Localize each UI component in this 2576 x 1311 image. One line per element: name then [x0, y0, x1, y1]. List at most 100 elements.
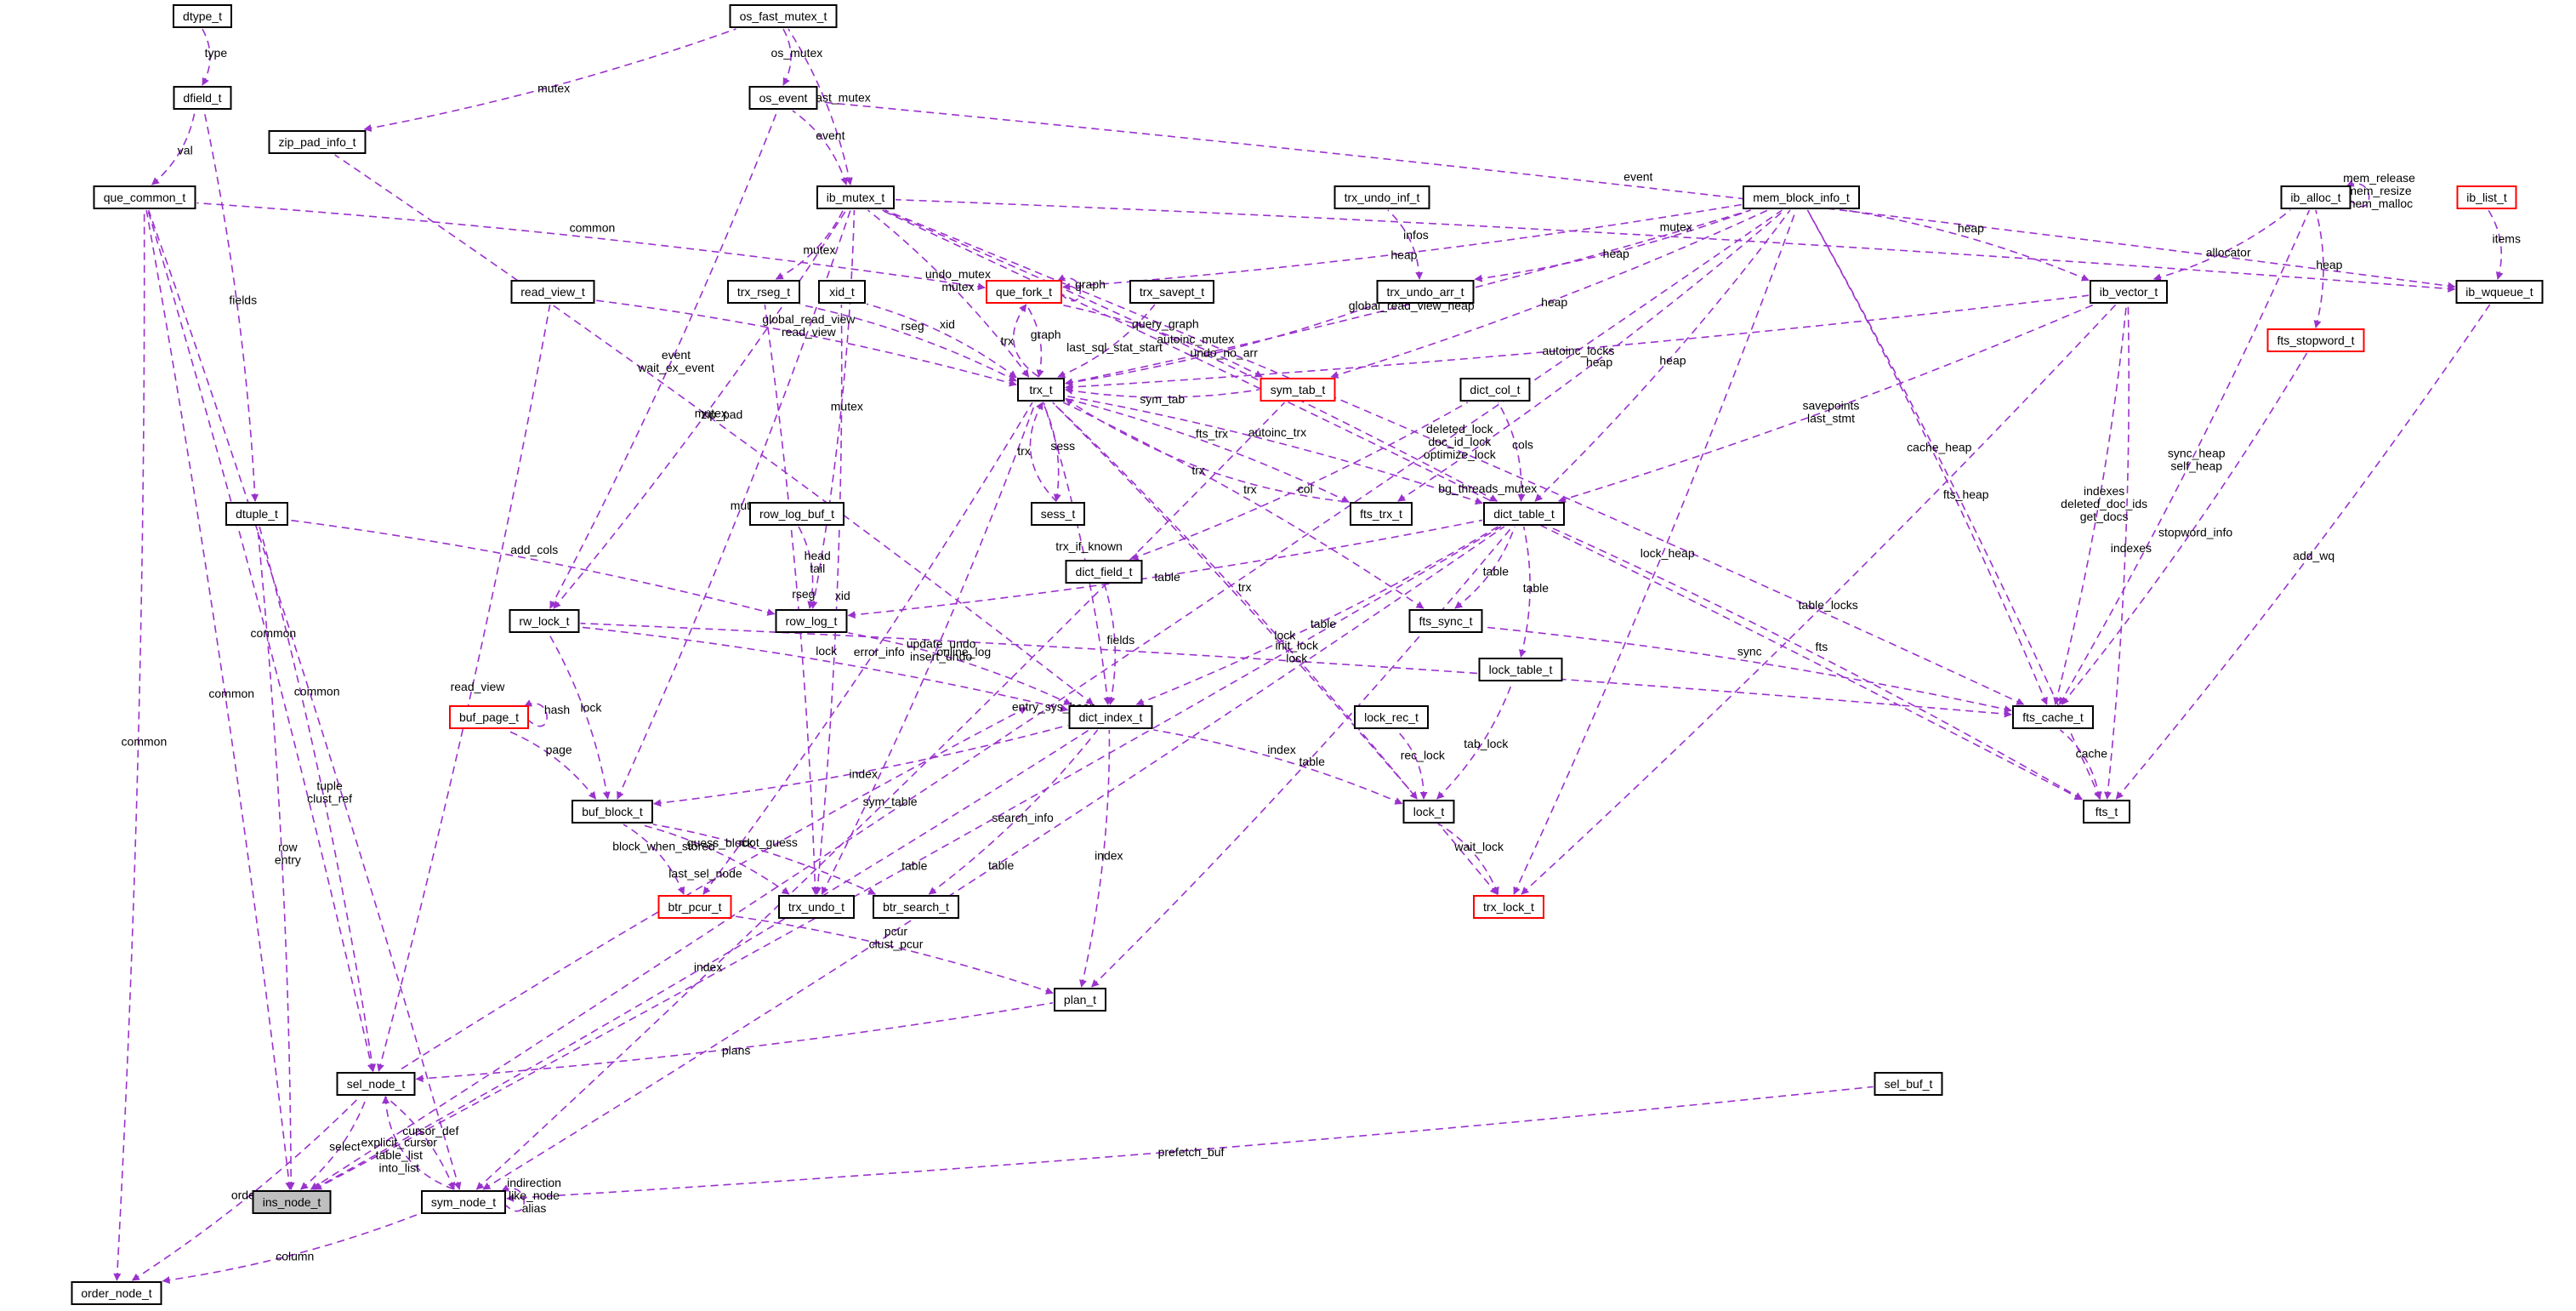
node-que-common-t[interactable]: que_common_t [93, 185, 196, 209]
node-lock-t[interactable]: lock_t [1402, 800, 1455, 824]
node-sym-node-t[interactable]: sym_node_t [421, 1190, 506, 1214]
edge-label: cols [1512, 437, 1533, 451]
edge-line [482, 526, 1505, 1190]
edges-layer [113, 28, 2504, 1285]
node-ib-wqueue-t[interactable]: ib_wqueue_t [2455, 280, 2544, 304]
edge-line [288, 519, 776, 616]
edge-label: fts_trx [1196, 426, 1228, 440]
node-trx-savept-t[interactable]: trx_savept_t [1129, 280, 1214, 304]
edge-label: col [1298, 482, 1313, 495]
edge-line [580, 626, 1069, 712]
node-lock-rec-t[interactable]: lock_rec_t [1354, 705, 1429, 729]
node-box [818, 280, 866, 304]
node-trx-t[interactable]: trx_t [1017, 378, 1065, 402]
node-dict-table-t[interactable]: dict_table_t [1483, 502, 1565, 526]
node-trx-lock-t[interactable]: trx_lock_t [1473, 895, 1544, 919]
edge-label: table [1483, 564, 1510, 578]
node-trx-undo-t[interactable]: trx_undo_t [778, 895, 855, 919]
node-box [1054, 988, 1106, 1012]
edge-label: table [1311, 617, 1337, 630]
node-trx-undo-inf-t[interactable]: trx_undo_inf_t [1333, 185, 1430, 209]
edge-label: index [1095, 849, 1123, 863]
node-sym-tab-t[interactable]: sym_tab_t [1260, 378, 1336, 402]
node-fts-sync-t[interactable]: fts_sync_t [1408, 609, 1483, 633]
edge-line [2488, 209, 2504, 280]
node-mem-block-info-t[interactable]: mem_block_info_t [1743, 185, 1860, 209]
node-dict-field-t[interactable]: dict_field_t [1065, 560, 1143, 584]
node-trx-rseg-t[interactable]: trx_rseg_t [727, 280, 800, 304]
node-fts-cache-t[interactable]: fts_cache_t [2012, 705, 2094, 729]
nodes-layer: dtype_t dfield_t que_common_t os_fast_mutex… [71, 4, 2544, 1305]
edge-label: bg_threads_mutex [1438, 482, 1537, 495]
node-que-fork-t[interactable]: que_fork_t [986, 280, 1062, 304]
node-plan-t[interactable]: plan_t [1054, 988, 1106, 1012]
edge-label: indirection [507, 1176, 561, 1189]
node-btr-pcur-t[interactable]: btr_pcur_t [657, 895, 732, 919]
edge-label: last_sel_node [668, 867, 742, 881]
node-fts-t[interactable]: fts_t [2083, 800, 2130, 824]
edge-label: zip_pad [701, 408, 742, 421]
node-label: dict_field_t [1076, 565, 1133, 579]
edge-line [652, 824, 877, 895]
node-btr-search-t[interactable]: btr_search_t [873, 895, 959, 919]
edge-label: trx [1017, 444, 1031, 458]
edge-dict-table-t-to-fts-sync-t [1454, 526, 1515, 609]
edge-label: index [694, 960, 722, 974]
node-zip-pad-info-t[interactable]: zip_pad_info_t [268, 130, 367, 154]
node-box [986, 280, 1062, 304]
node-buf-page-t[interactable]: buf_page_t [449, 705, 529, 729]
node-read-view-t[interactable]: read_view_t [510, 280, 595, 304]
edge-label: table_list [376, 1148, 423, 1161]
edge-line [1057, 304, 1156, 379]
node-label: dict_col_t [1470, 383, 1520, 396]
node-dtuple-t[interactable]: dtuple_t [225, 502, 288, 526]
node-sel-buf-t[interactable]: sel_buf_t [1874, 1072, 1943, 1096]
node-ib-vector-t[interactable]: ib_vector_t [2090, 280, 2168, 304]
edge-label: xid [835, 589, 850, 602]
node-ib-list-t[interactable]: ib_list_t [2456, 185, 2517, 209]
edge-line [1513, 209, 1797, 895]
edge-label: column [276, 1249, 314, 1263]
edge-dict-table-t-to-plan-t [1091, 526, 1513, 988]
node-xid-t[interactable]: xid_t [818, 280, 866, 304]
edge-label: sym_tab [1140, 392, 1185, 406]
edge-line [799, 304, 1017, 382]
node-fts-stopword-t[interactable]: fts_stopword_t [2266, 328, 2365, 352]
edge-label: select [329, 1140, 361, 1154]
edge-label: add_cols [510, 543, 558, 556]
node-sel-node-t[interactable]: sel_node_t [336, 1072, 416, 1096]
edge-line [895, 198, 2456, 293]
node-os-fast-mutex-t[interactable]: os_fast_mutex_t [729, 4, 838, 28]
node-sess-t[interactable]: sess_t [1031, 502, 1085, 526]
edge-line [2053, 304, 2128, 705]
node-row-log-buf-t[interactable]: row_log_buf_t [749, 502, 844, 526]
edge-label: online_log [936, 645, 991, 658]
node-dfield-t[interactable]: dfield_t [173, 86, 232, 110]
node-row-log-t[interactable]: row_log_t [775, 609, 848, 633]
node-label: trx_undo_arr_t [1386, 285, 1464, 299]
node-buf-block-t[interactable]: buf_block_t [571, 800, 653, 824]
node-ib-alloc-t[interactable]: ib_alloc_t [2280, 185, 2351, 209]
edge-label: hash [544, 703, 570, 716]
node-ib-mutex-t[interactable]: ib_mutex_t [816, 185, 895, 209]
node-dict-index-t[interactable]: dict_index_t [1068, 705, 1153, 729]
node-trx-undo-arr-t[interactable]: trx_undo_arr_t [1376, 280, 1475, 304]
edge-line [1454, 526, 1515, 609]
node-rw-lock-t[interactable]: rw_lock_t [509, 609, 580, 633]
node-box [1017, 378, 1065, 402]
node-dict-col-t[interactable]: dict_col_t [1459, 378, 1531, 402]
edge-label: graph [1031, 328, 1061, 341]
edge-label: clust_ref [307, 792, 352, 806]
node-dtype-t[interactable]: dtype_t [173, 4, 232, 28]
node-fts-trx-t[interactable]: fts_trx_t [1350, 502, 1413, 526]
edge-line [1052, 402, 1418, 800]
node-lock-table-t[interactable]: lock_table_t [1478, 658, 1563, 681]
edge-line [259, 526, 377, 1072]
node-order-node-t[interactable]: order_node_t [71, 1281, 162, 1305]
edge-line [2060, 729, 2102, 800]
node-box [449, 705, 529, 729]
edge-labels-layer: typevalfieldsmutexos_mutexos_fast_mutexe… [122, 46, 2521, 1263]
edge-label: autoinc_mutex [1157, 333, 1234, 346]
node-ins-node-t[interactable]: ins_node_t [252, 1190, 332, 1214]
node-os-event[interactable]: os_event [748, 86, 818, 110]
